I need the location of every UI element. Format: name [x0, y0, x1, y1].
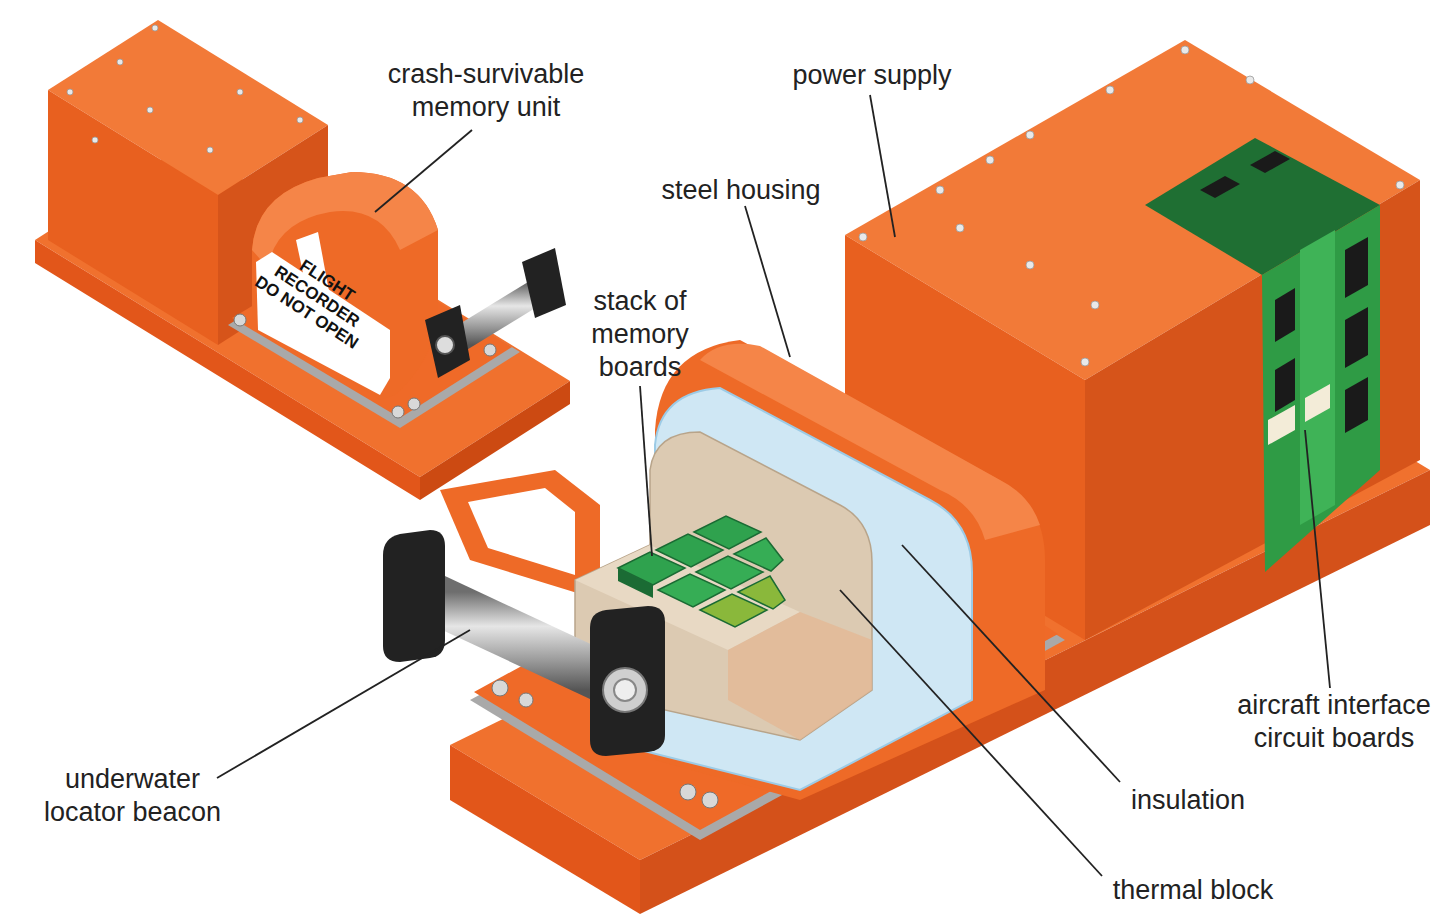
- part-label: insulation: [1118, 784, 1258, 817]
- beacon-bracket: [425, 305, 470, 378]
- circuit-board: [1262, 205, 1380, 572]
- big-unit: [383, 40, 1430, 914]
- chips: [1200, 151, 1368, 433]
- thermal-block: [575, 432, 872, 740]
- part-label: crash-survivable memory unit: [366, 58, 606, 124]
- dome-top: [252, 172, 438, 268]
- part-label: power supply: [792, 59, 952, 92]
- part-label: underwater locator beacon: [30, 763, 235, 829]
- beacon-bracket: [383, 530, 445, 662]
- circuit-board: [1300, 230, 1335, 525]
- leader-lines: [217, 95, 1330, 876]
- beacon-bracket: [522, 248, 566, 318]
- part-label: thermal block: [1093, 874, 1293, 907]
- screws: [859, 46, 1404, 366]
- box-front: [48, 90, 218, 345]
- bracket-cutout: [468, 488, 575, 575]
- screws: [67, 25, 303, 153]
- part-label: stack of memory boards: [577, 285, 703, 384]
- beacon-end: [614, 679, 636, 701]
- beacon-bracket: [590, 606, 665, 756]
- beacon-end: [603, 668, 647, 712]
- thermal-block-side: [728, 612, 872, 740]
- part-label: aircraft interface circuit boards: [1218, 689, 1450, 755]
- connectors: [1268, 384, 1330, 445]
- beacon-end: [436, 336, 454, 354]
- part-label: steel housing: [651, 174, 831, 207]
- board-edge: [618, 568, 653, 598]
